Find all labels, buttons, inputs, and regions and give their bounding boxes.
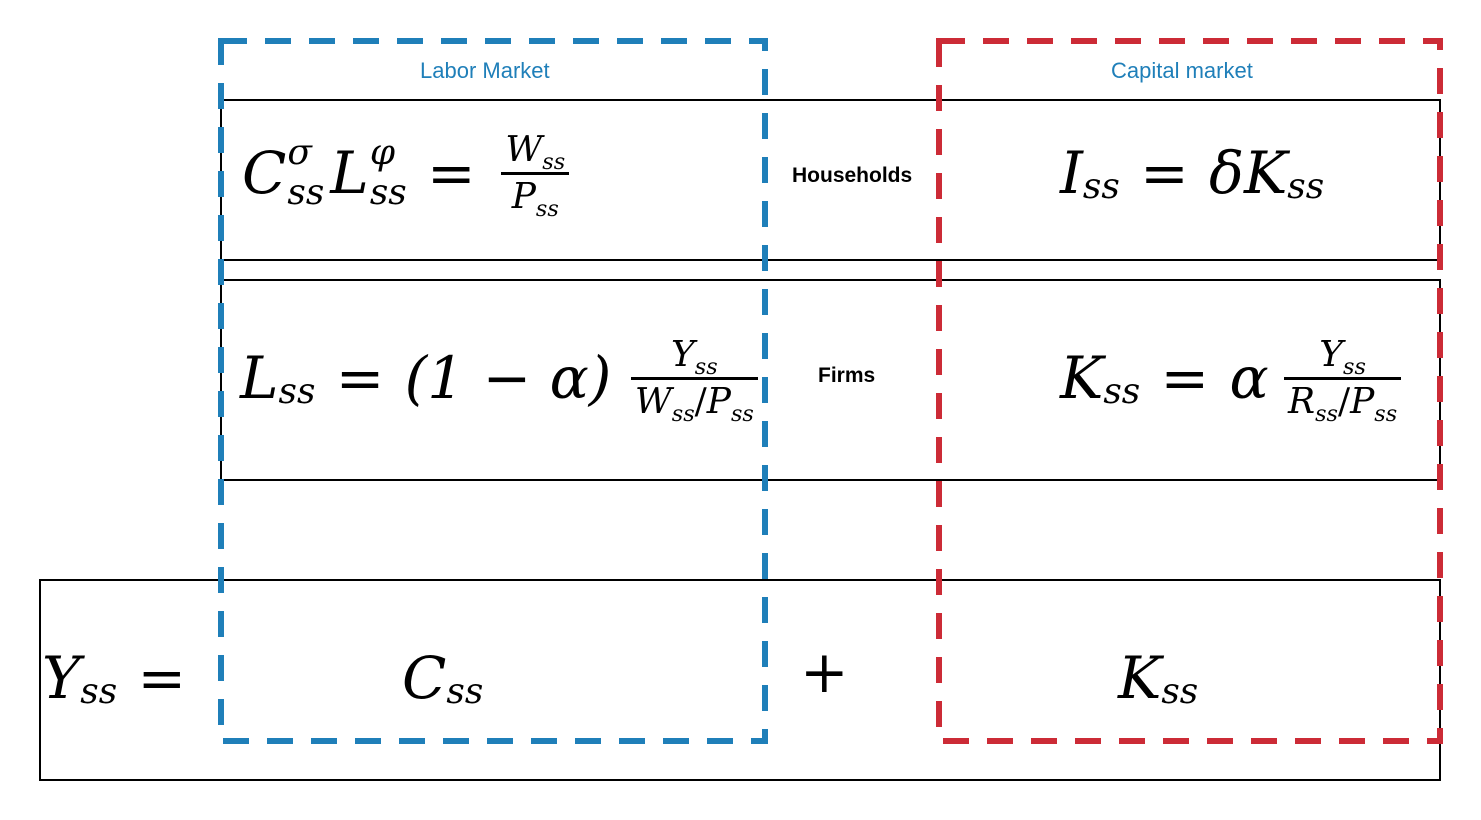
equals-sign: =	[335, 344, 385, 412]
fraction-bar	[630, 376, 758, 380]
output-symbol: Y	[1319, 333, 1344, 375]
ss-subscript: ss	[1374, 400, 1398, 427]
delta-symbol: δ	[1209, 139, 1244, 207]
labor-market-title: Labor Market	[420, 58, 550, 83]
investment-symbol: I	[1060, 139, 1083, 207]
ss-subscript: ss	[694, 354, 718, 381]
ss-subscript: ss	[446, 670, 484, 712]
wage-symbol: W	[634, 380, 672, 422]
ss-subscript: ss	[671, 400, 695, 427]
output-symbol: Y	[671, 333, 695, 375]
equals-sign: =	[137, 644, 187, 712]
slash: /	[1337, 380, 1351, 422]
price-symbol: P	[1350, 380, 1375, 422]
consumption-symbol: C	[242, 139, 287, 207]
phi-symbol: φ	[369, 132, 395, 174]
wage-symbol: W	[505, 128, 543, 170]
price-symbol: P	[706, 380, 731, 422]
ss-subscript: ss	[1082, 165, 1120, 207]
equals-sign: =	[1160, 344, 1210, 412]
wage-price-fraction: Wss Pss	[501, 128, 570, 220]
labor-market-outline	[218, 38, 768, 744]
ss-subscript: ss	[1103, 370, 1141, 412]
ss-subscript: ss	[287, 171, 325, 213]
ss-subscript: ss	[535, 195, 559, 222]
ss-subscript: ss	[80, 670, 118, 712]
capital-market-outline	[936, 38, 1443, 744]
ss-subscript: ss	[369, 171, 407, 213]
ss-subscript: ss	[1161, 670, 1199, 712]
alpha-symbol: α	[1229, 344, 1269, 412]
plus-sign: +	[800, 632, 849, 712]
ss-subscript: ss	[1343, 354, 1366, 381]
fraction-bar	[501, 171, 570, 175]
firms-label: Firms	[818, 364, 876, 387]
rental-rate-symbol: R	[1288, 380, 1316, 422]
output-over-real-wage-fraction: Yss Wss/Pss	[630, 333, 758, 425]
output-over-real-rental-fraction: Yss Rss/Pss	[1284, 333, 1402, 425]
ss-subscript: ss	[542, 149, 566, 176]
sigma-symbol: σ	[287, 132, 312, 174]
one-minus-alpha: (1 − α)	[404, 344, 612, 412]
ss-subscript: ss	[730, 400, 754, 427]
equals-sign: =	[427, 139, 476, 207]
equals-sign: =	[1140, 139, 1189, 207]
labor-symbol: L	[330, 139, 369, 207]
output-symbol: Y	[42, 644, 81, 712]
resource-constraint-box	[39, 579, 1441, 781]
capital-symbol: K	[1060, 344, 1104, 412]
ss-subscript: ss	[1315, 400, 1338, 427]
consumption-symbol: C	[402, 644, 447, 712]
price-symbol: P	[511, 175, 536, 217]
fraction-bar	[1284, 376, 1402, 380]
households-label: Households	[792, 164, 913, 187]
plus-symbol: +	[800, 638, 849, 706]
ss-subscript: ss	[278, 370, 316, 412]
slash: /	[694, 380, 707, 422]
capital-symbol: K	[1118, 644, 1162, 712]
capital-symbol: K	[1243, 139, 1288, 207]
labor-symbol: L	[240, 344, 279, 412]
ss-subscript: ss	[1287, 165, 1325, 207]
capital-market-title: Capital market	[1111, 58, 1253, 83]
